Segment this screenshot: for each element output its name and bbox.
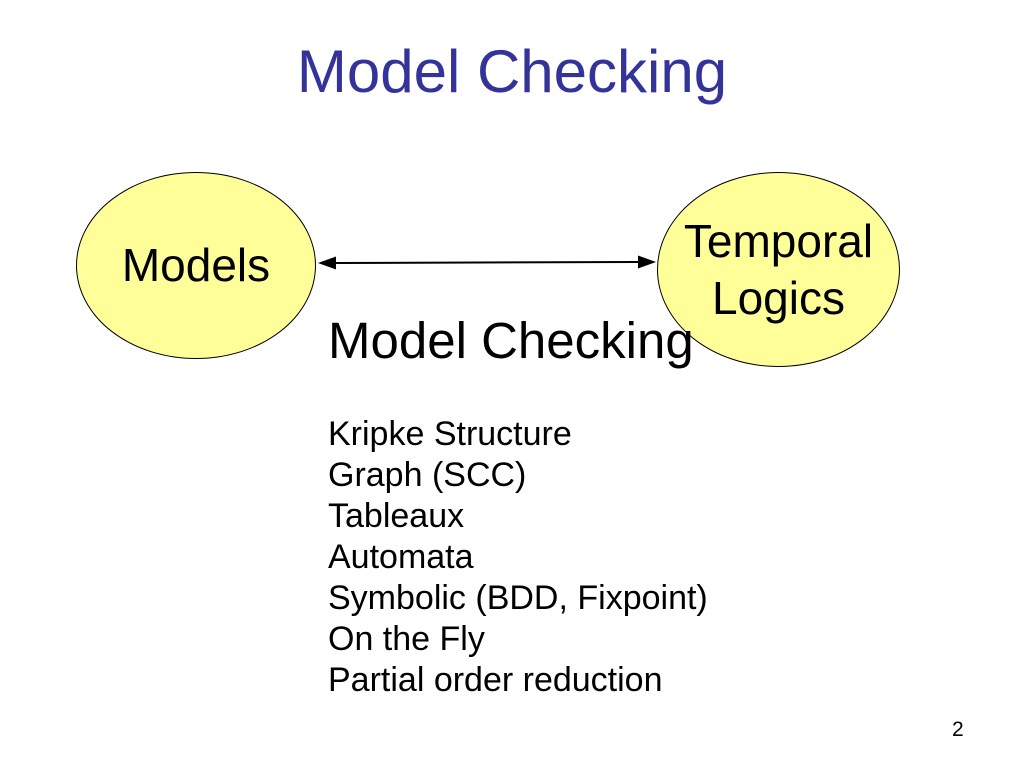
temporal-logics-node-label-line2: Logics <box>712 271 845 324</box>
temporal-logics-node-label-line1: Temporal <box>683 215 874 268</box>
temporal-logics-node: Temporal Logics <box>657 172 900 367</box>
method-list: Kripke Structure Graph (SCC) Tableaux Au… <box>328 414 708 701</box>
list-item: On the Fly <box>328 620 485 658</box>
models-node-label: Models <box>121 239 271 292</box>
models-node: Models <box>76 172 316 359</box>
list-item: Tableaux <box>328 497 465 535</box>
list-item: Automata <box>328 538 474 576</box>
page-number: 2 <box>952 718 964 741</box>
slide-title: Model Checking <box>296 38 728 105</box>
arrow-label: Model Checking <box>328 312 694 369</box>
arrowhead-right-icon <box>638 255 656 269</box>
list-item: Kripke Structure <box>328 415 572 453</box>
arrowhead-left-icon <box>318 256 336 270</box>
list-item: Graph (SCC) <box>328 456 527 494</box>
list-item: Symbolic (BDD, Fixpoint) <box>328 579 708 617</box>
list-item: Partial order reduction <box>328 661 663 699</box>
